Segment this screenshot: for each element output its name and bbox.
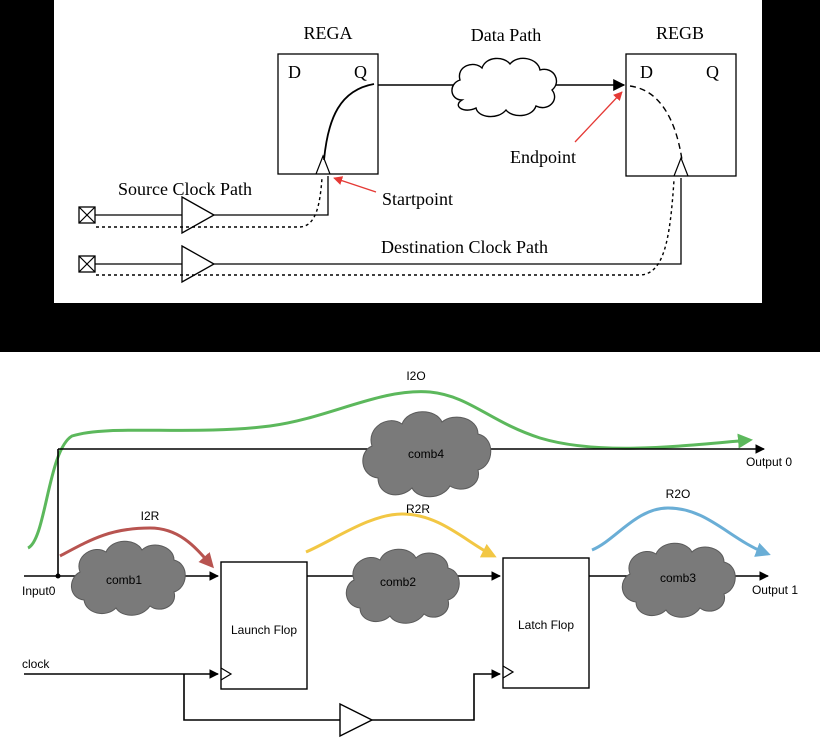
source-clock-wire-2 [214, 176, 329, 216]
dest-clock-wire-2 [214, 178, 682, 265]
rega-q-pin: Q [354, 62, 367, 82]
source-clock-dotted-trace [96, 177, 323, 228]
dest-clock-path-label: Destination Clock Path [381, 237, 548, 257]
output0-label: Output 0 [746, 455, 792, 469]
startpoint-label: Startpoint [382, 189, 453, 209]
regb-title: REGB [656, 23, 704, 43]
latch-flop [502, 557, 590, 689]
latch-flop-clock-pin-icon [502, 665, 515, 679]
comb4-label: comb4 [408, 447, 444, 461]
dest-clock-port-icon [78, 255, 96, 273]
i2o-label: I2O [406, 369, 425, 383]
comb4-cloud [362, 411, 492, 498]
latch-flop-label: Latch Flop [518, 618, 574, 632]
comb3-label: comb3 [660, 571, 696, 585]
data-path-label: Data Path [471, 25, 541, 45]
dest-clock-buffer-icon [181, 244, 216, 284]
regb-q-pin: Q [706, 62, 719, 82]
rega-clock-pin-icon [315, 154, 331, 175]
startpoint-arrow [333, 176, 377, 193]
comb2-cloud [345, 548, 460, 624]
clock-to-q-curve [323, 83, 375, 161]
setup-check-curve [629, 85, 683, 161]
comb2-label: comb2 [380, 575, 416, 589]
clock-label: clock [22, 657, 50, 671]
clock-wire-latch [372, 669, 501, 721]
comb1-label: comb1 [106, 573, 142, 587]
rega-register [277, 53, 379, 175]
launch-flop-clock-pin-icon [220, 667, 233, 681]
endpoint-label: Endpoint [510, 147, 576, 167]
comb3-cloud [621, 542, 736, 618]
source-clock-buffer-icon [181, 195, 216, 235]
r2r-path-curve [305, 512, 497, 558]
rega-title: REGA [304, 23, 353, 43]
bottom-diagram: Launch Flop Latch Flop comb1 comb2 comb3… [22, 369, 798, 738]
dest-clock-dotted-trace [96, 179, 675, 276]
comb1-cloud [71, 540, 186, 616]
i2o-path-curve [27, 390, 753, 550]
regb-d-pin: D [640, 62, 653, 82]
data-path-cloud [451, 57, 558, 118]
output1-label: Output 1 [752, 583, 798, 597]
input0-label: Input0 [22, 584, 56, 598]
launch-flop [220, 561, 308, 690]
clock-buffer-icon [339, 702, 374, 738]
i2r-path-curve [59, 526, 214, 569]
r2r-label: R2R [406, 502, 430, 516]
endpoint-arrow [574, 91, 623, 143]
top-diagram: REGA D Q REGB D Q Data Path Endpoint Sta… [78, 23, 737, 284]
input0-junction [55, 573, 61, 579]
source-clock-path-label: Source Clock Path [118, 179, 252, 199]
launch-flop-label: Launch Flop [231, 623, 297, 637]
i2r-label: I2R [141, 509, 160, 523]
source-clock-port-icon [78, 206, 96, 224]
r2o-path-curve [591, 506, 771, 557]
rega-d-pin: D [288, 62, 301, 82]
r2o-label: R2O [666, 487, 691, 501]
clock-wire-branch [183, 674, 340, 721]
